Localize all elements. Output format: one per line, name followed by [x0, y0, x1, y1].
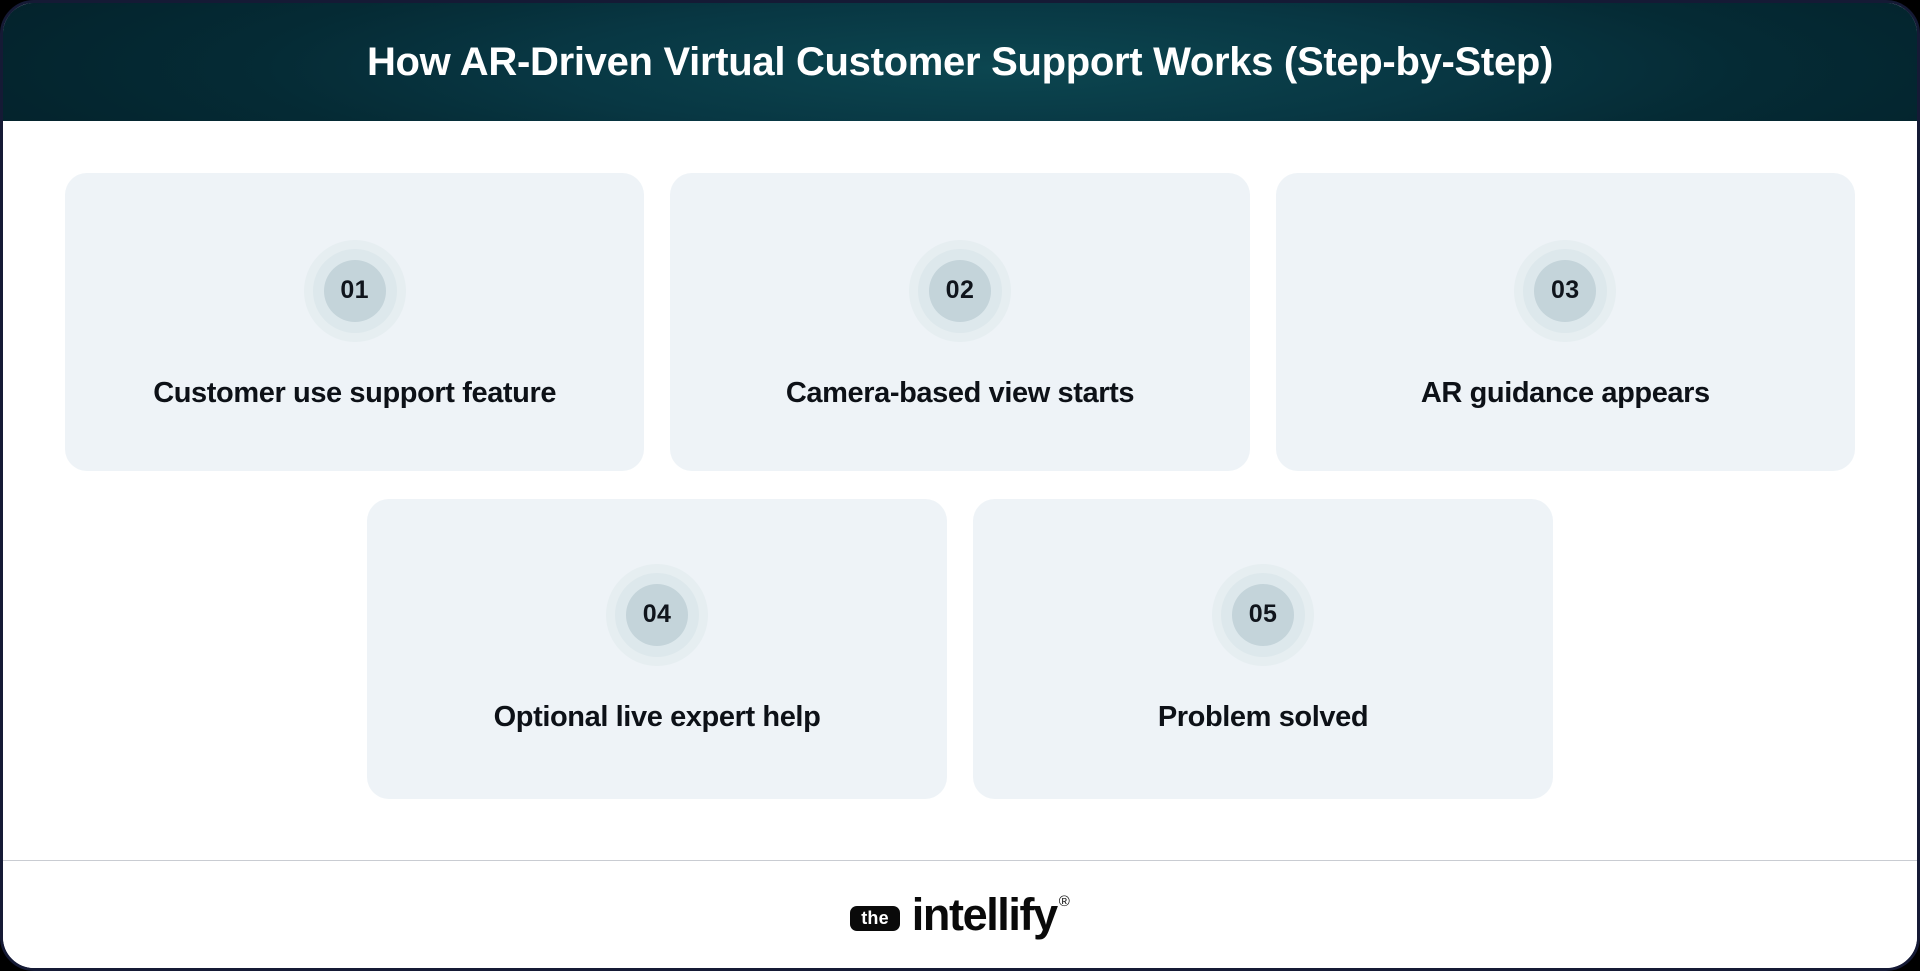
- step-number: 03: [1551, 276, 1580, 305]
- logo-word-text: intellify: [911, 889, 1058, 940]
- step-number-badge: 05: [1212, 563, 1314, 666]
- step-card-01[interactable]: 01 Customer use support feature: [65, 173, 645, 471]
- steps-container: 01 Customer use support feature 02 Camer…: [3, 121, 1917, 861]
- step-number-badge: 01: [303, 239, 406, 342]
- step-label: Optional live expert help: [493, 700, 821, 733]
- step-number-badge: 02: [908, 239, 1011, 342]
- footer-divider: [3, 860, 1917, 861]
- step-card-05[interactable]: 05 Problem solved: [973, 499, 1553, 799]
- logo-the-badge: the: [850, 906, 900, 931]
- step-card-02[interactable]: 02 Camera-based view starts: [670, 173, 1250, 471]
- steps-row-top: 01 Customer use support feature 02 Camer…: [65, 173, 1855, 471]
- step-number-badge: 04: [606, 563, 708, 666]
- page-title: How AR-Driven Virtual Customer Support W…: [366, 40, 1554, 84]
- step-card-03[interactable]: 03 AR guidance appears: [1275, 173, 1855, 471]
- step-label: Customer use support feature: [153, 376, 557, 409]
- step-number-badge: 03: [1514, 239, 1617, 342]
- steps-row-bottom: 04 Optional live expert help 05 Problem …: [65, 499, 1855, 799]
- logo-wordmark: intellify ®: [912, 892, 1070, 937]
- step-label: Problem solved: [1157, 700, 1369, 733]
- step-card-04[interactable]: 04 Optional live expert help: [367, 499, 947, 799]
- footer: the intellify ®: [3, 861, 1917, 968]
- registered-trademark-icon: ®: [1058, 893, 1070, 910]
- step-label: AR guidance appears: [1420, 376, 1710, 409]
- step-number: 04: [642, 600, 672, 629]
- step-number: 05: [1248, 600, 1278, 629]
- brand-logo[interactable]: the intellify ®: [850, 892, 1070, 937]
- step-label: Camera-based view starts: [785, 376, 1135, 409]
- step-number: 01: [340, 276, 369, 305]
- step-number: 02: [945, 276, 975, 305]
- header-banner: How AR-Driven Virtual Customer Support W…: [3, 3, 1917, 121]
